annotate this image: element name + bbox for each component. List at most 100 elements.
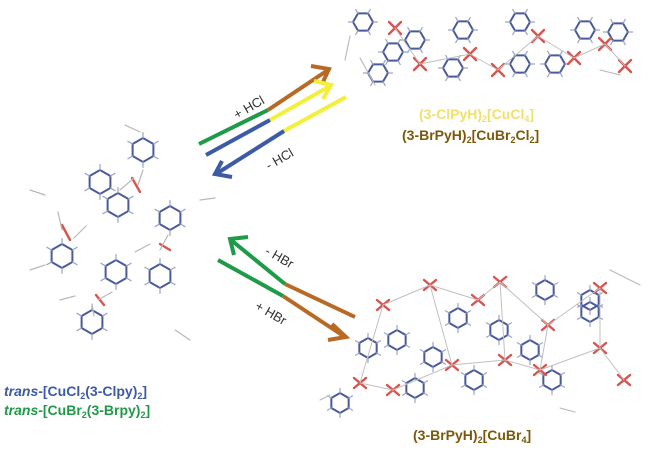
bond <box>109 172 116 177</box>
bond <box>547 72 551 78</box>
pyridine-ring <box>366 63 390 83</box>
bond <box>512 30 516 36</box>
bond <box>127 210 134 215</box>
bond <box>355 30 359 36</box>
bond <box>497 35 539 71</box>
bond <box>179 223 186 228</box>
bond <box>130 176 142 194</box>
bond <box>504 359 541 371</box>
bond <box>125 262 132 267</box>
bond <box>469 53 499 71</box>
add-hbr-arrow-green <box>217 258 284 298</box>
bond <box>119 177 135 191</box>
bond <box>367 30 371 36</box>
pyridine-ring <box>451 20 475 40</box>
pyridine-ring <box>88 168 112 196</box>
bond <box>382 284 431 306</box>
trans-cucl2-label: trans-[CuCl2(3-Clpy)2] <box>4 383 148 401</box>
bond <box>577 16 581 22</box>
bond <box>401 392 407 396</box>
pyridine-ring <box>573 20 597 40</box>
pyridine-ring <box>80 308 104 336</box>
bond <box>599 347 625 381</box>
bond <box>76 312 83 317</box>
bond <box>382 81 386 87</box>
bond <box>73 225 87 239</box>
bond <box>397 38 401 44</box>
bond <box>576 316 582 320</box>
bond <box>539 347 601 371</box>
bond <box>137 169 144 186</box>
bond <box>482 372 488 376</box>
bond <box>419 26 423 32</box>
bond <box>537 35 575 59</box>
bond <box>359 57 376 86</box>
bond <box>419 361 425 365</box>
bond <box>102 195 109 200</box>
pyridine-ring <box>508 54 532 74</box>
pyridine-ring <box>508 12 532 32</box>
add-hcl-arrow-green <box>198 108 269 146</box>
bond <box>46 246 53 251</box>
bond <box>354 352 360 356</box>
bond <box>589 38 593 44</box>
bond <box>524 72 528 78</box>
bond <box>326 407 332 411</box>
bond <box>553 282 559 286</box>
bond <box>152 140 159 145</box>
bond <box>392 364 453 391</box>
bond <box>553 294 559 298</box>
brpyh-cubr4-label: (3-BrPyH)2[CuBr4] <box>413 427 532 445</box>
pyridine-ring <box>464 368 484 392</box>
bond <box>370 59 374 65</box>
bond <box>382 59 386 65</box>
bond <box>419 53 471 65</box>
bond <box>559 50 563 56</box>
pyridine-ring <box>535 278 555 302</box>
bond <box>125 277 132 282</box>
bond <box>385 60 389 66</box>
bromocuprate-salt-structure <box>319 269 641 419</box>
bond <box>559 72 563 78</box>
bond <box>376 352 382 356</box>
hcl-arrows: + HCl - HCl <box>198 64 347 179</box>
bond <box>60 223 72 242</box>
bond <box>499 281 506 361</box>
bond <box>499 281 549 326</box>
bond <box>455 38 459 44</box>
bond <box>482 384 488 388</box>
bond <box>370 81 374 87</box>
bond <box>524 50 528 56</box>
remove-hbr-arrowhead <box>227 235 249 256</box>
bond <box>429 284 479 301</box>
pyridine-ring <box>543 54 567 74</box>
bond <box>485 334 491 338</box>
bond <box>539 324 549 371</box>
bond <box>144 266 151 271</box>
bond <box>538 384 544 388</box>
bond <box>100 262 107 267</box>
bond <box>348 395 354 399</box>
bond <box>516 342 522 346</box>
bond <box>560 372 566 376</box>
pyridine-ring <box>106 191 130 219</box>
pyridine-ring <box>148 262 172 290</box>
bond <box>622 18 626 24</box>
bond <box>394 27 421 65</box>
clpyh-cucl4-label: (3-ClPyH)2[CuCl4] <box>419 106 535 124</box>
bond <box>444 310 450 314</box>
bond <box>367 8 371 14</box>
bond <box>29 264 46 271</box>
bond <box>466 310 472 314</box>
bond <box>516 354 522 358</box>
bond <box>385 38 389 44</box>
hbr-arrows: - HBr + HBr <box>217 235 356 342</box>
bond <box>610 18 614 24</box>
bond <box>429 284 453 366</box>
bond <box>457 76 461 82</box>
bond <box>577 38 581 44</box>
bond <box>547 287 601 326</box>
bond <box>547 50 551 56</box>
bond <box>199 197 216 201</box>
bond <box>57 211 63 231</box>
